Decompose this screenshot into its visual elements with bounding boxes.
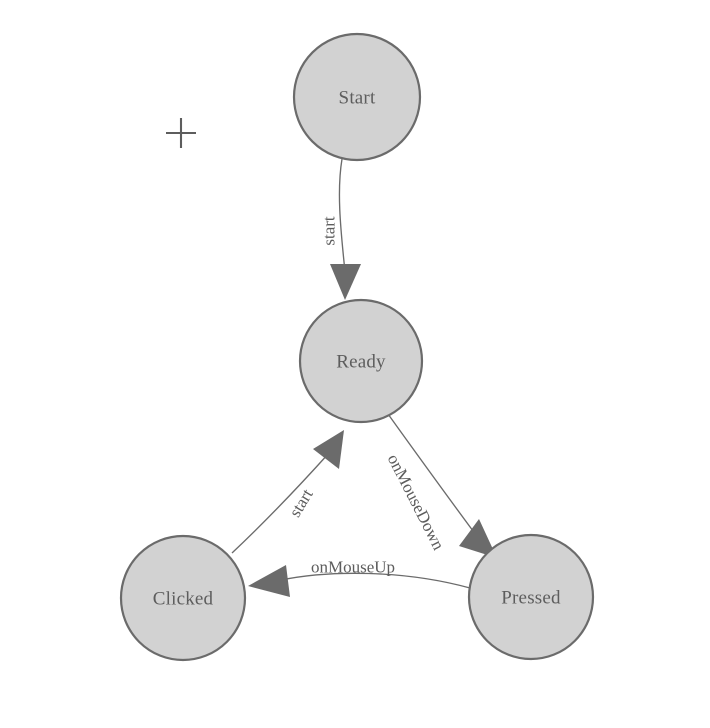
state-node-start[interactable]: Start xyxy=(292,32,422,162)
state-label-clicked: Clicked xyxy=(153,589,214,610)
state-node-pressed[interactable]: Pressed xyxy=(467,533,595,661)
state-label-start: Start xyxy=(339,88,376,109)
edge-label-ready-to-pressed: onMouseDown xyxy=(384,451,449,553)
arrowhead-clicked-to-ready xyxy=(313,430,344,469)
state-node-ready[interactable]: Ready xyxy=(298,298,424,424)
arrowhead-pressed-to-clicked xyxy=(248,565,290,597)
edge-path-clicked-to-ready xyxy=(231,452,330,554)
edge-path-pressed-to-clicked xyxy=(280,572,471,589)
edge-label-pressed-to-clicked: onMouseUp xyxy=(311,558,395,577)
state-circle-clicked xyxy=(119,534,247,662)
edge-path-start-to-ready xyxy=(338,158,346,273)
edge-label-clicked-to-ready: start xyxy=(285,485,317,520)
state-node-clicked[interactable]: Clicked xyxy=(119,534,247,662)
arrowhead-ready-to-pressed xyxy=(459,519,497,558)
state-circle-ready xyxy=(298,298,424,424)
edge-path-ready-to-pressed xyxy=(387,413,480,540)
state-label-ready: Ready xyxy=(336,352,386,373)
edge-start-to-ready[interactable] xyxy=(330,158,361,300)
state-circle-pressed xyxy=(467,533,595,661)
edge-ready-to-pressed[interactable] xyxy=(387,413,497,558)
edge-pressed-to-clicked[interactable] xyxy=(248,565,471,597)
plus-marker-icon xyxy=(166,118,196,148)
edge-clicked-to-ready[interactable] xyxy=(231,430,344,554)
edge-label-start-to-ready: start xyxy=(320,216,339,246)
arrowhead-start-to-ready xyxy=(330,264,361,300)
state-circle-start xyxy=(292,32,422,162)
state-label-pressed: Pressed xyxy=(501,588,561,609)
